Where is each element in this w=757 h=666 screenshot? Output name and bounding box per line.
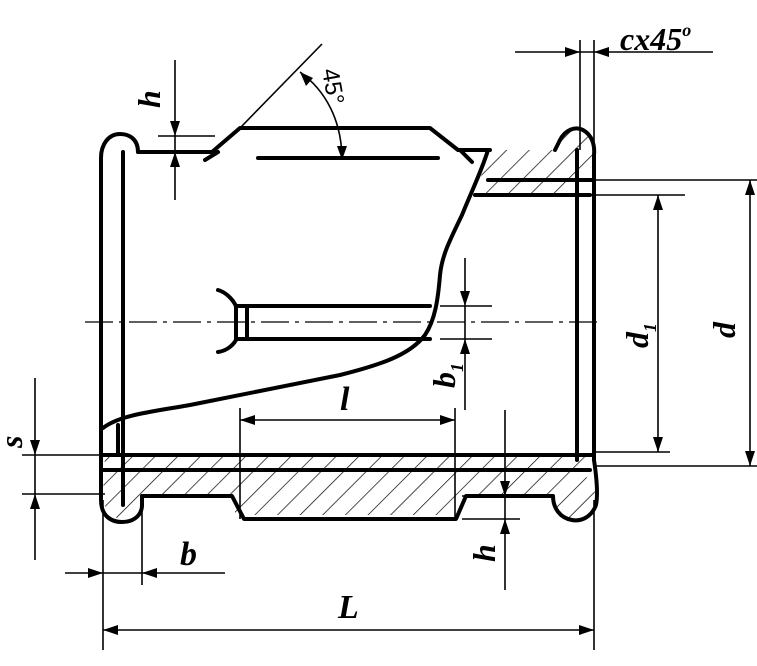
s-label: s bbox=[0, 436, 29, 449]
b1-label: b1 bbox=[426, 363, 467, 388]
h-bottom-arrow-2 bbox=[500, 519, 510, 534]
break-line bbox=[101, 148, 490, 430]
angle-ext-line bbox=[239, 43, 323, 129]
s-arrow-top bbox=[30, 440, 40, 455]
l-arrow-right bbox=[440, 415, 455, 425]
h-top-arrow-1 bbox=[170, 121, 180, 136]
chamfer-arrow-1 bbox=[565, 47, 580, 57]
L-label: L bbox=[337, 589, 359, 626]
left-bead bbox=[99, 132, 144, 524]
d-arrow-bottom bbox=[745, 451, 755, 466]
top-outer-line bbox=[136, 126, 492, 154]
h-bottom-arrow-1 bbox=[500, 481, 510, 496]
d1-arrow-top bbox=[653, 195, 663, 210]
b-arrow-right bbox=[142, 568, 157, 578]
angle-arrow-1 bbox=[300, 72, 313, 86]
dimension-labels: cx45o 45° h l b1 d1 d s h b L bbox=[0, 20, 742, 626]
b-label: b bbox=[180, 536, 197, 573]
L-arrow-left bbox=[103, 625, 118, 635]
b1-arrow-top bbox=[460, 291, 470, 306]
section-hatching bbox=[103, 128, 596, 521]
b1-arrow-bottom bbox=[460, 339, 470, 354]
chamfer-arrow-2 bbox=[594, 47, 609, 57]
h-bottom-label: h bbox=[466, 544, 502, 562]
bottom-wall-section bbox=[103, 455, 596, 521]
l-arrow-left bbox=[240, 415, 255, 425]
d-label: d bbox=[706, 321, 742, 338]
dimension-lines bbox=[22, 40, 757, 650]
l-label: l bbox=[340, 381, 350, 418]
chamfer-label: cx45o bbox=[620, 20, 691, 57]
angle-arrow-2 bbox=[337, 146, 347, 160]
top-left-chamfer bbox=[203, 150, 220, 162]
angle-label: 45° bbox=[316, 66, 349, 106]
slot bbox=[216, 288, 432, 354]
b-arrow-left bbox=[88, 568, 103, 578]
top-right-chamfer bbox=[458, 148, 474, 164]
d1-arrow-bottom bbox=[653, 437, 663, 452]
d1-label: d1 bbox=[619, 323, 660, 348]
h-top-label: h bbox=[131, 90, 167, 108]
L-arrow-right bbox=[579, 625, 594, 635]
slot-left-hook bbox=[216, 288, 238, 354]
s-arrow-bottom bbox=[30, 494, 40, 509]
outer-contour bbox=[99, 126, 600, 524]
h-top-arrow-2 bbox=[170, 152, 180, 167]
right-bead-bottom bbox=[498, 458, 600, 523]
d-arrow-top bbox=[745, 180, 755, 195]
